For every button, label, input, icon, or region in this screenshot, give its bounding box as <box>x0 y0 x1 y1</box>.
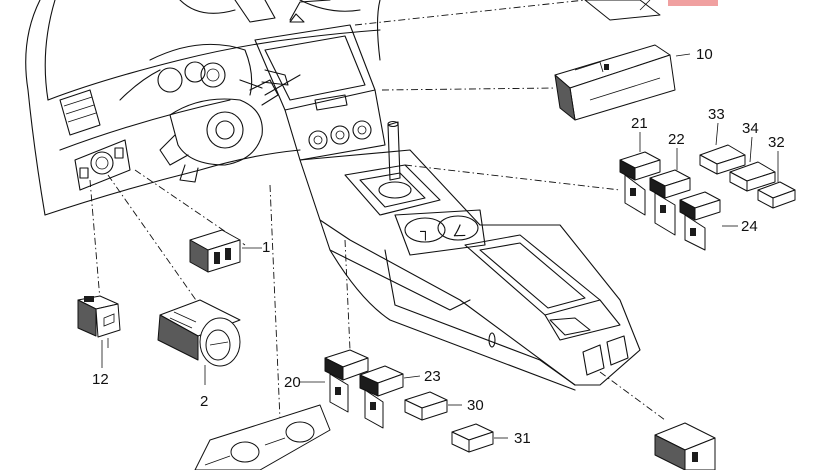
part-33-blank <box>699 144 746 175</box>
callout-34: 34 <box>742 120 759 137</box>
part-12-switch <box>77 295 121 352</box>
part-2-light-switch <box>157 299 241 385</box>
corner-badge <box>668 0 718 6</box>
leader-21-24 <box>404 164 621 191</box>
callout-12: 12 <box>92 371 109 388</box>
part-1-switch <box>189 229 262 273</box>
callout-21: 21 <box>631 115 648 132</box>
callout-24: 24 <box>741 218 758 235</box>
callout-33: 33 <box>708 106 725 123</box>
leader-10 <box>381 87 556 91</box>
leader-lines <box>89 0 666 421</box>
callout-22: 22 <box>668 131 685 148</box>
part-23-button <box>359 365 421 429</box>
center-console: ┐ ㄥ <box>299 120 641 391</box>
climate-control-panel <box>194 404 331 470</box>
leader-20-23 <box>344 239 351 351</box>
part-rear-switch <box>654 422 716 470</box>
center-stack <box>239 0 386 161</box>
part-34-blank <box>729 161 776 192</box>
callout-1: 1 <box>262 239 270 256</box>
part-20-button <box>324 349 369 413</box>
part-30-blank <box>404 391 462 421</box>
callout-31: 31 <box>514 430 531 447</box>
leader-rear <box>599 371 666 421</box>
dashboard-outline <box>25 0 381 216</box>
callout-23: 23 <box>424 368 441 385</box>
callout-20: 20 <box>284 374 301 391</box>
leader-climate <box>269 184 281 421</box>
cupholder-mark-right: ㄥ <box>452 223 467 240</box>
part-top-switch <box>584 0 661 21</box>
callout-ticks <box>101 122 779 383</box>
part-21-button <box>619 151 661 216</box>
leader-12 <box>89 179 101 301</box>
callout-2: 2 <box>200 393 208 410</box>
callout-numbers: 1 2 10 12 20 21 22 23 24 30 31 32 33 34 <box>92 46 785 447</box>
part-10-switch-strip <box>554 44 691 121</box>
cupholder-mark-left: ┐ <box>420 223 431 241</box>
callout-32: 32 <box>768 134 785 151</box>
callout-30: 30 <box>467 397 484 414</box>
part-31-blank <box>451 423 508 453</box>
callout-10: 10 <box>696 46 713 63</box>
part-24-button <box>679 191 738 251</box>
part-22-button <box>649 169 691 236</box>
part-32-blank <box>757 181 796 209</box>
leader-top <box>354 0 586 26</box>
leader-2 <box>107 174 211 321</box>
